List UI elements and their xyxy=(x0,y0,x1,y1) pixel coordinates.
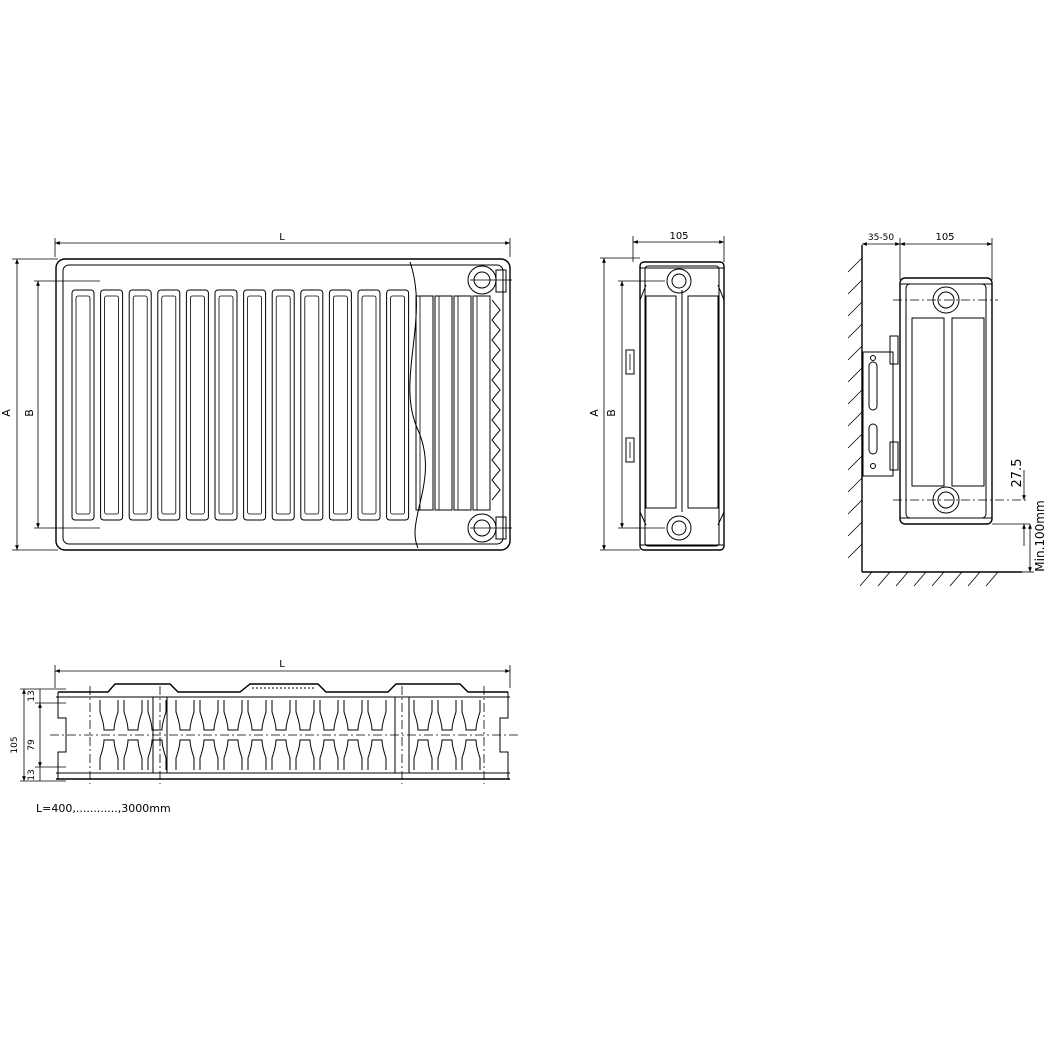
convector-fins xyxy=(415,295,491,511)
wall-hatch-line xyxy=(847,367,863,383)
top-fin-profile xyxy=(413,700,433,770)
wall-top-pipe-icon xyxy=(932,286,960,314)
side-view: 105 A B xyxy=(588,231,725,551)
wall-hatching xyxy=(847,257,863,559)
wall-hatch-line xyxy=(847,345,863,361)
front-fins xyxy=(71,289,410,521)
top-length-label: L xyxy=(279,659,285,670)
wall-hatch-line xyxy=(847,279,863,295)
front-dimension-b-label: B xyxy=(23,409,36,417)
top-fin-profile xyxy=(367,700,387,770)
top-fin-profile xyxy=(247,700,267,770)
front-fin-groove xyxy=(300,289,324,521)
side-depth-label: 105 xyxy=(669,231,688,242)
convector-fin xyxy=(453,295,472,511)
front-fin-groove xyxy=(357,289,381,521)
front-fin-groove xyxy=(214,289,238,521)
floor-hatch-line xyxy=(967,571,981,587)
top-fin-profile xyxy=(295,700,315,770)
front-fin-groove xyxy=(386,289,410,521)
side-bottom-pipe-icon xyxy=(666,515,692,541)
front-fin-groove xyxy=(185,289,209,521)
wall-hatch-line xyxy=(847,433,863,449)
top-flange-label: 13 xyxy=(27,690,37,701)
convector-fin xyxy=(434,295,453,511)
top-bottom-flange-label: 13 xyxy=(27,769,37,780)
front-fin-groove xyxy=(71,289,95,521)
floor-hatch-line xyxy=(877,571,891,587)
floor-hatch-line xyxy=(913,571,927,587)
floor-hatch-line xyxy=(949,571,963,587)
top-fin-profile xyxy=(199,700,219,770)
top-fin-profile xyxy=(319,700,339,770)
front-fin-groove xyxy=(328,289,352,521)
top-fin-profile xyxy=(437,700,457,770)
top-convector-fins xyxy=(99,700,481,770)
top-fin-profile xyxy=(461,700,481,770)
front-fin-groove xyxy=(157,289,181,521)
floor-hatch-line xyxy=(931,571,945,587)
front-fin-groove xyxy=(243,289,267,521)
wall-depth-label: 105 xyxy=(935,232,954,243)
front-fin-groove xyxy=(100,289,124,521)
floor-hatch-line xyxy=(895,571,909,587)
side-dimension-a-label: A xyxy=(588,409,601,417)
wall-hatch-line xyxy=(847,521,863,537)
wall-hatch-line xyxy=(847,323,863,339)
floor-hatch-line xyxy=(859,571,873,587)
wall-pipe-offset-label: 27.5 xyxy=(1010,459,1025,488)
wall-hatch-line xyxy=(847,499,863,515)
top-total-depth-label: 105 xyxy=(10,736,20,753)
top-connection-icon xyxy=(467,265,512,295)
wall-hatch-line xyxy=(847,411,863,427)
wall-bottom-pipe-icon xyxy=(932,486,960,514)
floor-hatch-line xyxy=(985,571,999,587)
convector-fin xyxy=(415,295,434,511)
wall-gap-label: 35-50 xyxy=(868,233,894,243)
wall-floor-clearance-label: Min.100mm xyxy=(1033,500,1046,571)
wall-hatch-line xyxy=(847,389,863,405)
convector-fin xyxy=(472,295,491,511)
wall-mounting-view: 35-50 105 27.5 xyxy=(847,232,1046,587)
top-fin-profile xyxy=(99,700,119,770)
side-dimension-b-label: B xyxy=(605,409,618,417)
top-fin-profile xyxy=(223,700,243,770)
wall-hatch-line xyxy=(847,455,863,471)
top-fin-profile xyxy=(343,700,363,770)
top-fin-profile xyxy=(271,700,291,770)
front-length-label: L xyxy=(279,232,285,243)
bottom-connection-icon xyxy=(467,513,512,543)
top-view: L 105 13 79 13 L=400,............,3 xyxy=(10,659,520,815)
top-fin-profile xyxy=(147,700,167,770)
wall-hatch-line xyxy=(847,301,863,317)
top-fin-profile xyxy=(123,700,143,770)
side-bracket-icon xyxy=(625,349,635,463)
wall-hatch-line xyxy=(847,257,863,273)
wall-hatch-line xyxy=(847,477,863,493)
floor-hatching xyxy=(859,571,999,587)
front-fin-groove xyxy=(128,289,152,521)
wall-hatch-line xyxy=(847,543,863,559)
front-dimension-a-label: A xyxy=(0,409,13,417)
front-fin-groove xyxy=(271,289,295,521)
side-top-pipe-icon xyxy=(666,268,692,294)
length-range-note: L=400,............,3000mm xyxy=(36,802,171,815)
front-view: L A B xyxy=(0,232,512,551)
top-core-label: 79 xyxy=(27,739,37,751)
top-fin-profile xyxy=(175,700,195,770)
